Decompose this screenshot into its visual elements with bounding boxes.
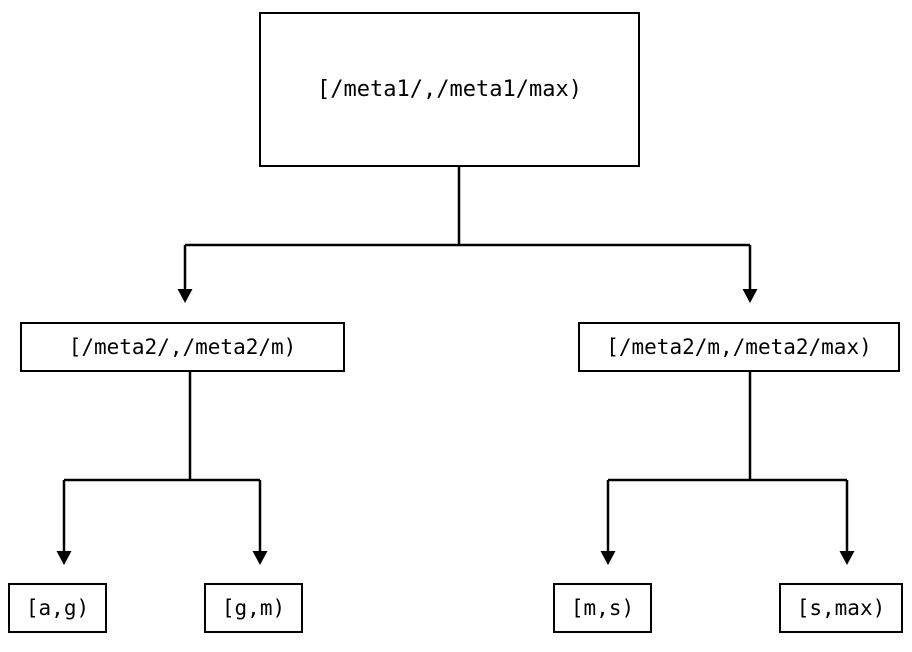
tree-node-leaf-4-label: [s,max)	[796, 596, 886, 620]
tree-node-mid-left-label: [/meta2/,/meta2/m)	[68, 335, 297, 359]
tree-node-leaf-1[interactable]: [a,g)	[8, 583, 107, 633]
arrowhead-to-leaf-4	[839, 551, 855, 565]
tree-node-leaf-3[interactable]: [m,s)	[553, 583, 652, 633]
arrowhead-to-leaf-1	[56, 551, 72, 565]
tree-node-leaf-1-label: [a,g)	[25, 596, 90, 620]
tree-node-root-label: [/meta1/,/meta1/max)	[317, 77, 582, 102]
tree-node-mid-right[interactable]: [/meta2/m,/meta2/max)	[578, 322, 900, 372]
arrowhead-to-mid-right	[742, 289, 758, 303]
arrowhead-to-mid-left	[177, 289, 193, 303]
tree-node-mid-left[interactable]: [/meta2/,/meta2/m)	[20, 322, 345, 372]
tree-node-leaf-4[interactable]: [s,max)	[779, 583, 903, 633]
tree-node-leaf-2[interactable]: [g,m)	[204, 583, 303, 633]
tree-node-leaf-3-label: [m,s)	[570, 596, 635, 620]
arrowhead-to-leaf-2	[252, 551, 268, 565]
tree-node-mid-right-label: [/meta2/m,/meta2/max)	[606, 335, 872, 359]
arrowhead-to-leaf-3	[600, 551, 616, 565]
tree-node-leaf-2-label: [g,m)	[221, 596, 286, 620]
tree-node-root[interactable]: [/meta1/,/meta1/max)	[259, 12, 640, 167]
